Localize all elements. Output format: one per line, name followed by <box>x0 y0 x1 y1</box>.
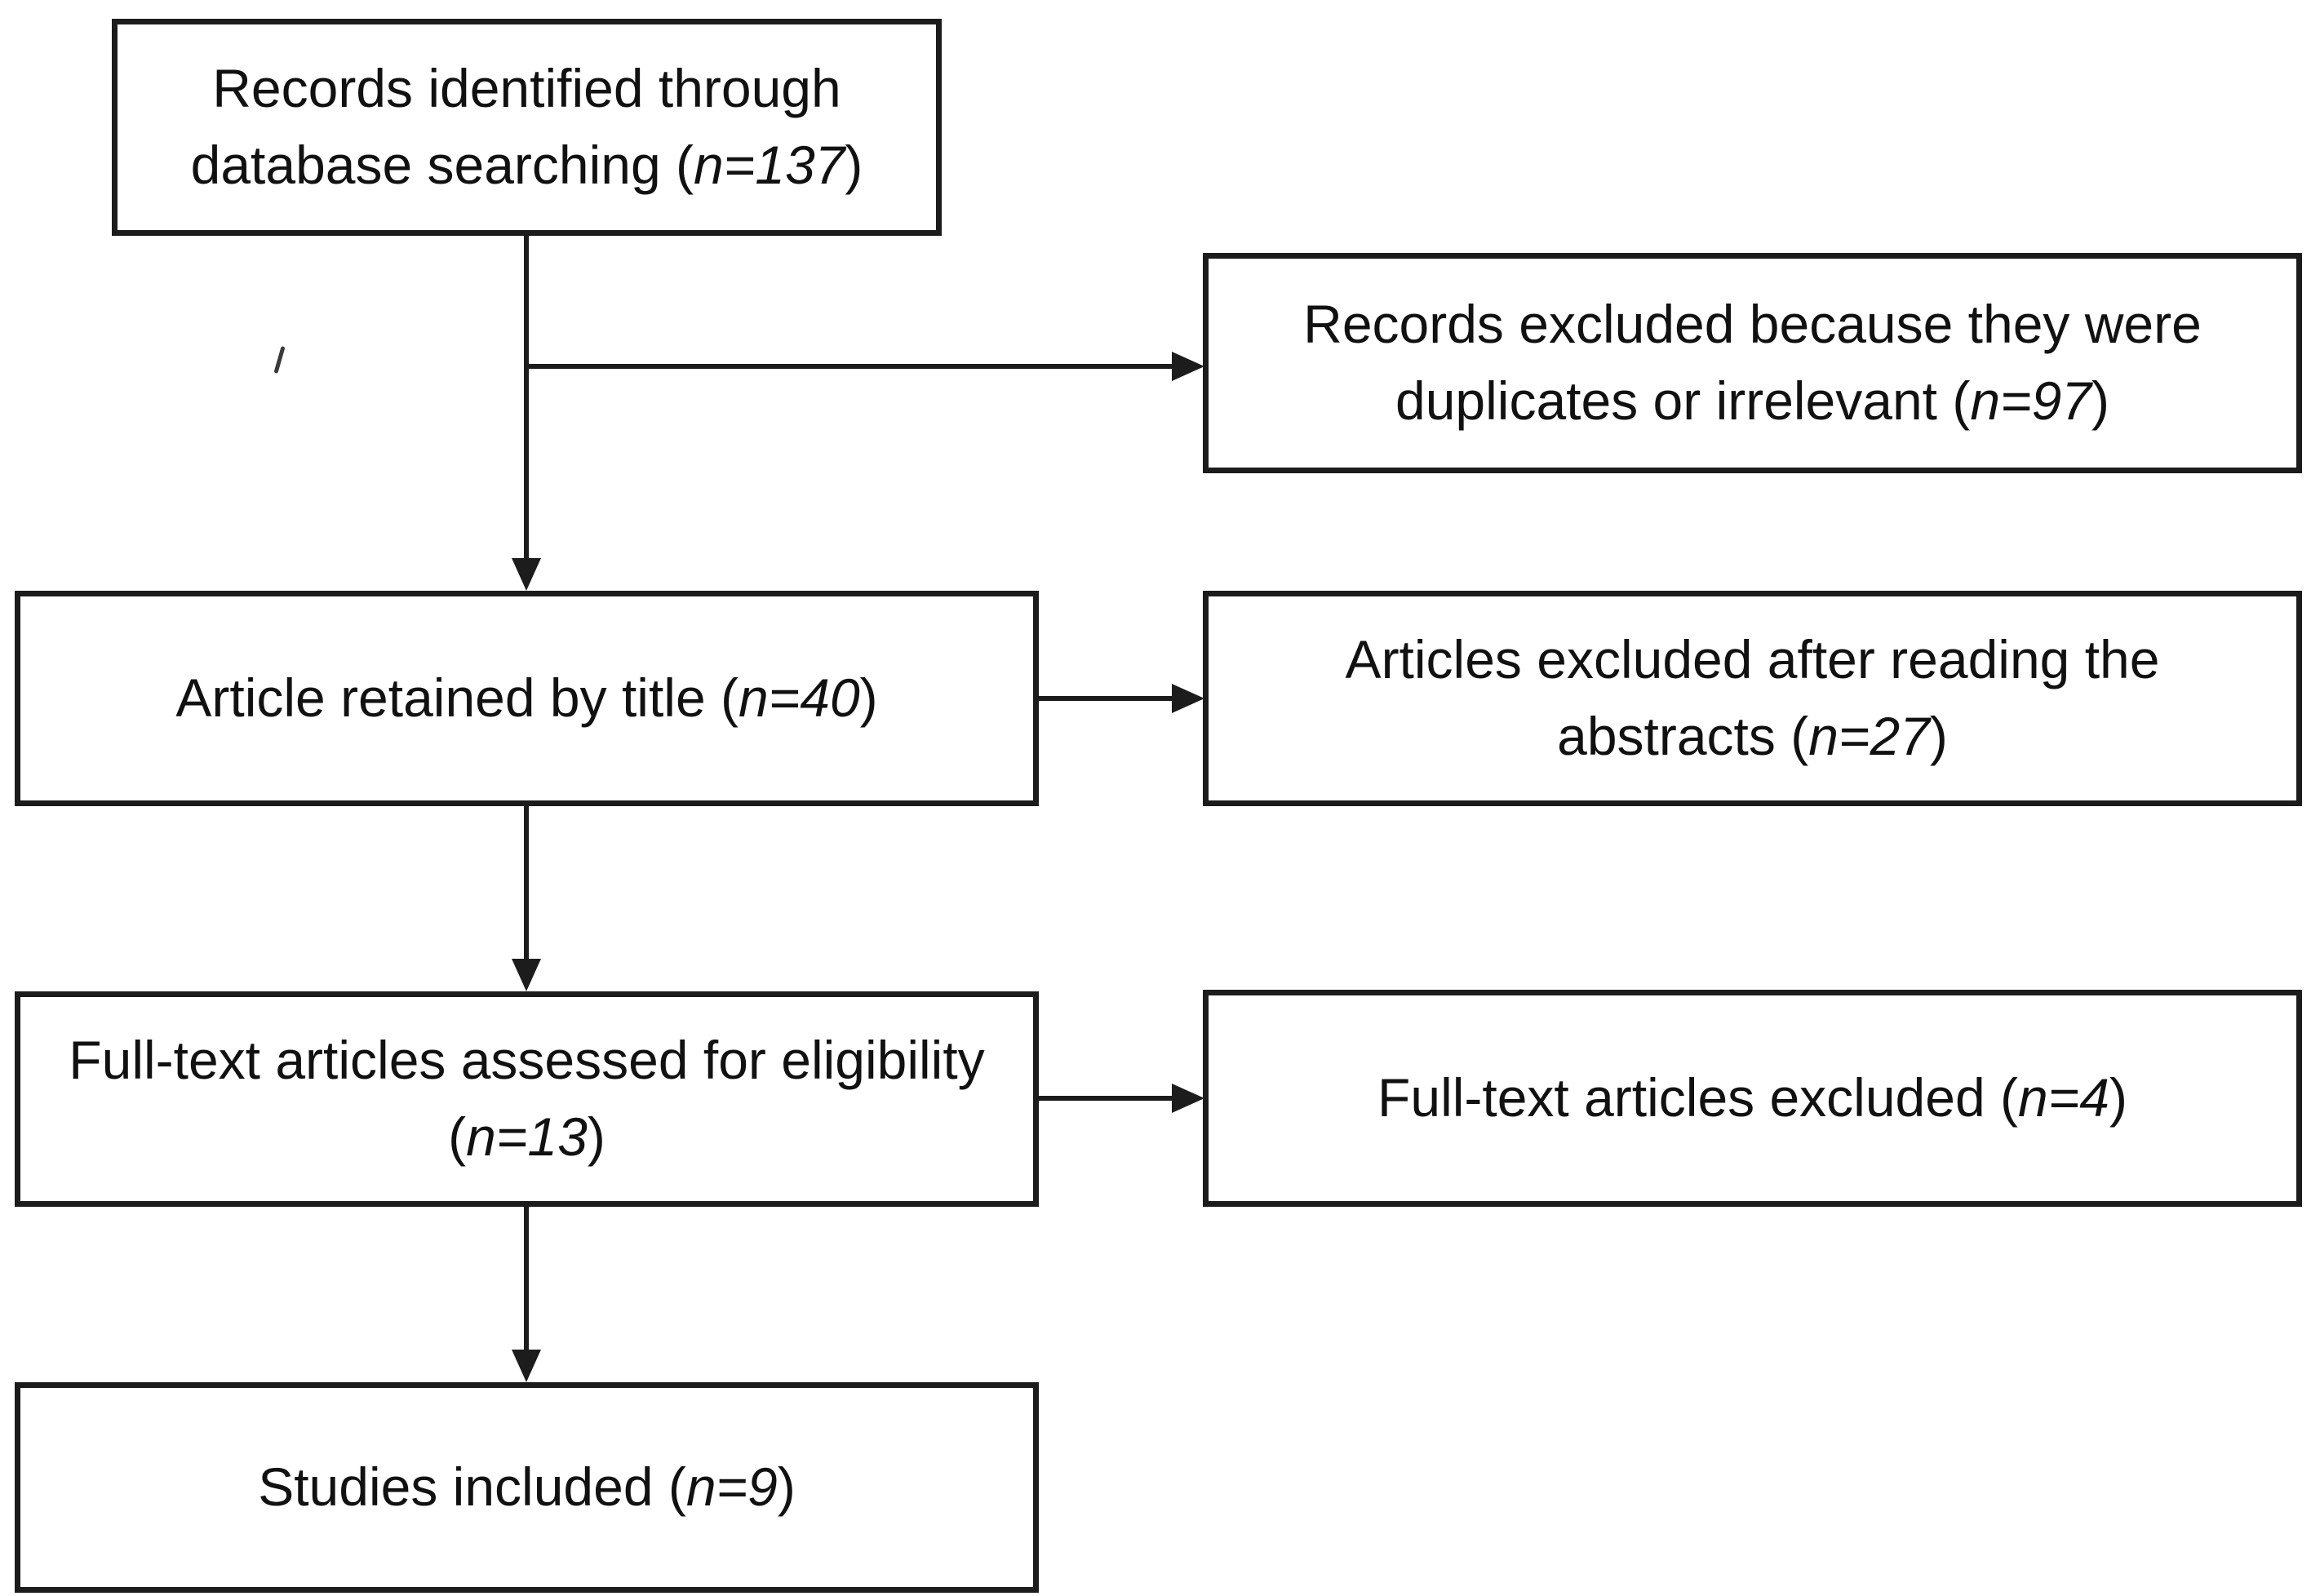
stray-scan-mark <box>273 345 286 375</box>
connector-retained-to-fulltext <box>524 806 529 960</box>
node-studies-included: Studies included (n=9) <box>15 1382 1039 1593</box>
arrowhead-right-icon <box>1172 684 1204 713</box>
connector-retained-to-excluded-abstracts <box>1039 696 1173 701</box>
arrowhead-down-icon <box>512 959 541 991</box>
arrowhead-down-icon <box>512 558 541 591</box>
node-label: Records excluded because they were dupli… <box>1303 294 2202 431</box>
node-retained-by-title: Article retained by title (n=40) <box>15 591 1039 806</box>
node-excluded-after-abstracts: Articles excluded after reading the abst… <box>1203 591 2302 806</box>
node-label: Records identified through database sear… <box>190 58 863 195</box>
connector-fulltext-to-included <box>524 1207 529 1351</box>
node-fulltext-assessed: Full-text articles assessed for eligibil… <box>15 991 1039 1207</box>
node-records-identified: Records identified through database sear… <box>112 19 942 236</box>
node-label: Full-text articles assessed for eligibil… <box>69 1030 985 1167</box>
connector-identified-to-retained <box>524 236 529 560</box>
node-label: Article retained by title (n=40) <box>175 667 878 729</box>
connector-fulltext-to-fulltext-excluded <box>1039 1096 1173 1101</box>
node-label: Studies included (n=9) <box>258 1456 796 1518</box>
node-records-excluded: Records excluded because they were dupli… <box>1203 253 2302 473</box>
arrowhead-right-icon <box>1172 352 1204 381</box>
arrowhead-down-icon <box>512 1350 541 1382</box>
node-label: Full-text articles excluded (n=4) <box>1377 1067 2127 1128</box>
connector-identified-to-records-excluded <box>524 364 1173 369</box>
arrowhead-right-icon <box>1172 1084 1204 1113</box>
node-fulltext-excluded: Full-text articles excluded (n=4) <box>1203 990 2302 1207</box>
node-label: Articles excluded after reading the abst… <box>1345 629 2160 766</box>
